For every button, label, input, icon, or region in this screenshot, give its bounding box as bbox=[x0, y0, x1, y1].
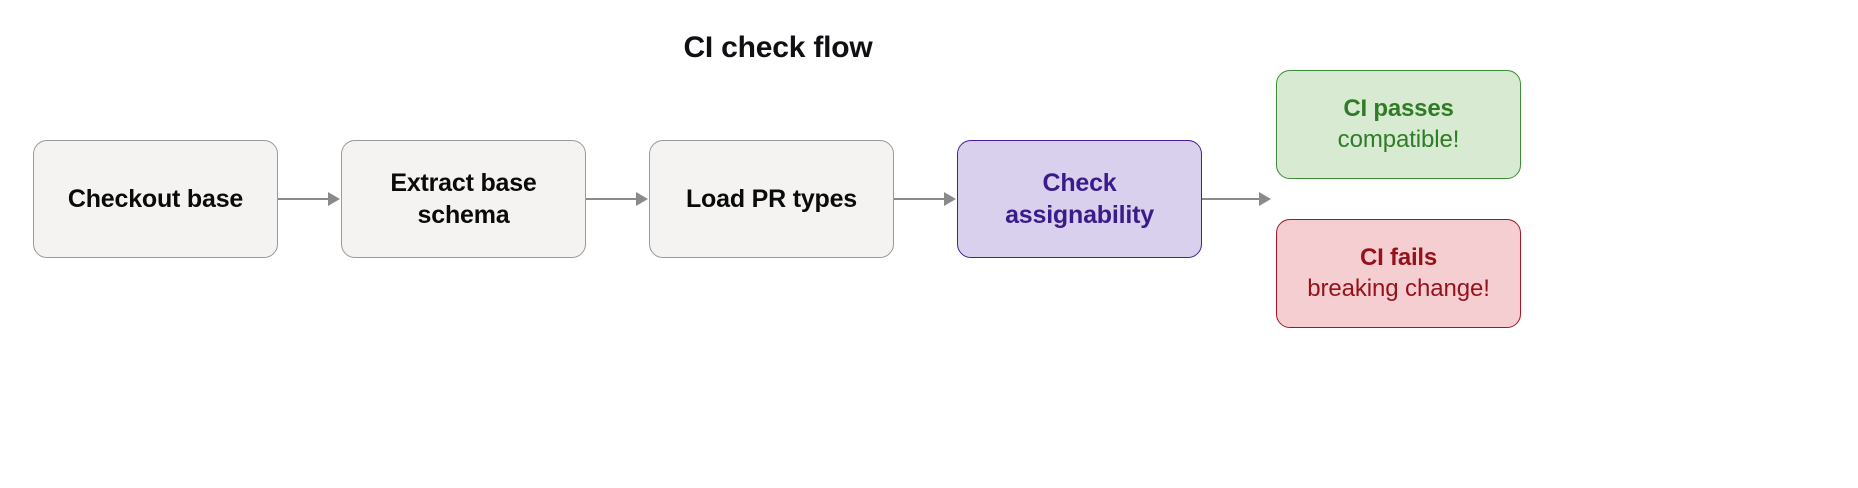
node-ci-fails-label: CI fails bbox=[1359, 243, 1438, 271]
node-checkout-base[interactable]: Checkout base bbox=[33, 140, 278, 258]
node-ci-passes-label: CI passes bbox=[1343, 94, 1454, 122]
edge-check-assignability-to-outcome bbox=[1202, 189, 1274, 209]
node-check-assignability[interactable]: Check assignability bbox=[957, 140, 1202, 258]
edge-shaft bbox=[894, 198, 944, 200]
edge-shaft bbox=[586, 198, 636, 200]
node-check-assignability-label: Check assignability bbox=[1005, 169, 1154, 229]
edge-shaft bbox=[278, 198, 328, 200]
node-ci-fails-detail: breaking change! bbox=[1307, 274, 1490, 302]
arrowhead-icon bbox=[636, 192, 648, 206]
arrowhead-icon bbox=[1259, 192, 1271, 206]
node-checkout-base-label: Checkout base bbox=[67, 185, 244, 213]
node-ci-passes-detail: compatible! bbox=[1337, 125, 1460, 153]
node-ci-fails[interactable]: CI fails breaking change! bbox=[1276, 219, 1521, 328]
edge-load-pr-types-to-check-assignability bbox=[894, 189, 957, 209]
edge-checkout-base-to-extract-base-schema bbox=[278, 189, 341, 209]
node-extract-base-schema[interactable]: Extract base schema bbox=[341, 140, 586, 258]
node-load-pr-types[interactable]: Load PR types bbox=[649, 140, 894, 258]
arrowhead-icon bbox=[944, 192, 956, 206]
page-title: CI check flow bbox=[683, 31, 873, 64]
node-ci-passes[interactable]: CI passes compatible! bbox=[1276, 70, 1521, 179]
node-load-pr-types-label: Load PR types bbox=[685, 185, 858, 213]
edge-extract-base-schema-to-load-pr-types bbox=[586, 189, 649, 209]
arrowhead-icon bbox=[328, 192, 340, 206]
edge-shaft bbox=[1202, 198, 1259, 200]
node-extract-base-schema-label: Extract base schema bbox=[390, 169, 537, 229]
